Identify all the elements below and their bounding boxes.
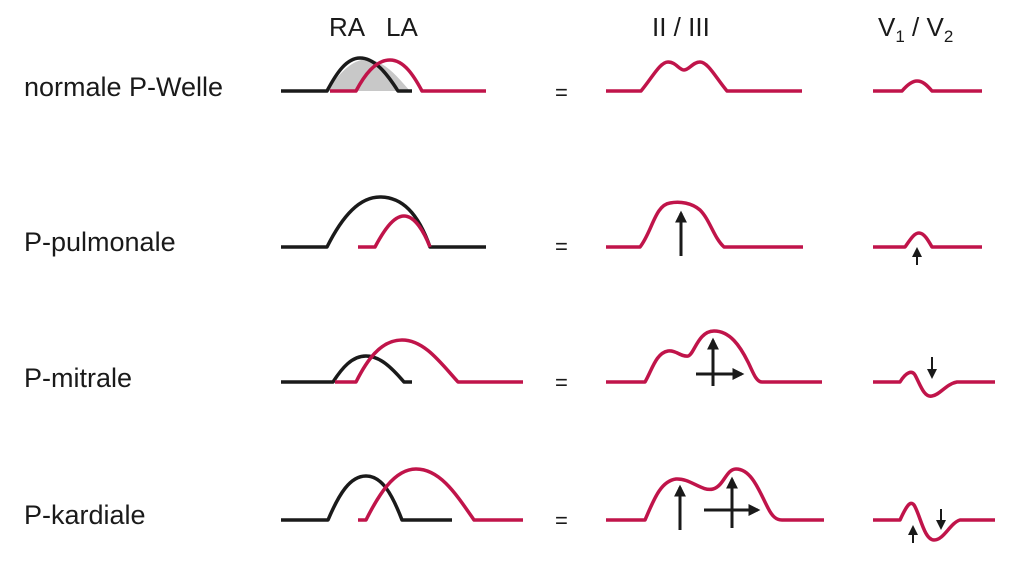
- equals-kardiale: =: [555, 508, 568, 533]
- row-label-normal: normale P-Welle: [24, 72, 224, 102]
- lead-ii-iii-normal: [606, 60, 802, 93]
- header-lead-v1-v2: V1 / V2: [878, 12, 953, 47]
- right-atrium-wave: [281, 195, 486, 249]
- header-v-sep: / V: [904, 12, 944, 42]
- lead-ii-iii-mitrale: [606, 329, 822, 384]
- equals-normal: =: [555, 80, 568, 105]
- equals-mitrale: =: [555, 370, 568, 395]
- row-label-mitrale: P-mitrale: [24, 363, 133, 393]
- left-atrium-wave: [330, 58, 486, 93]
- left-atrium-wave: [358, 467, 523, 522]
- row-kardiale-atria: [281, 467, 523, 522]
- lead-v1-v2-kardiale: [873, 501, 995, 542]
- lead-ii-iii-pulmonale: [606, 200, 803, 249]
- header-la: LA: [386, 12, 418, 42]
- lead-v1-v2-mitrale: [873, 370, 995, 398]
- left-atrium-wave: [335, 338, 523, 384]
- overlap-shade: [327, 59, 410, 91]
- row-normal-atria: [281, 56, 486, 93]
- equals-pulmonale: =: [555, 234, 568, 259]
- header-v1-letter: V: [878, 12, 896, 42]
- right-atrium-wave: [281, 56, 412, 93]
- right-atrium-wave: [281, 474, 452, 522]
- header-v2-sub: 2: [943, 27, 954, 47]
- right-atrium-wave: [281, 354, 412, 384]
- row-label-kardiale: P-kardiale: [24, 500, 146, 530]
- lead-v1-v2-pulmonale: [873, 231, 982, 249]
- row-label-pulmonale: P-pulmonale: [24, 227, 176, 257]
- row-pulmonale-atria: [281, 195, 486, 249]
- left-atrium-wave: [358, 214, 432, 249]
- header-v1-sub: 1: [895, 27, 905, 47]
- header-ra: RA: [329, 12, 366, 42]
- lead-v1-v2-normal: [873, 79, 982, 93]
- lead-ii-iii-kardiale: [606, 467, 824, 522]
- row-mitrale-atria: [281, 338, 523, 384]
- header-lead-ii-iii: II / III: [652, 12, 710, 42]
